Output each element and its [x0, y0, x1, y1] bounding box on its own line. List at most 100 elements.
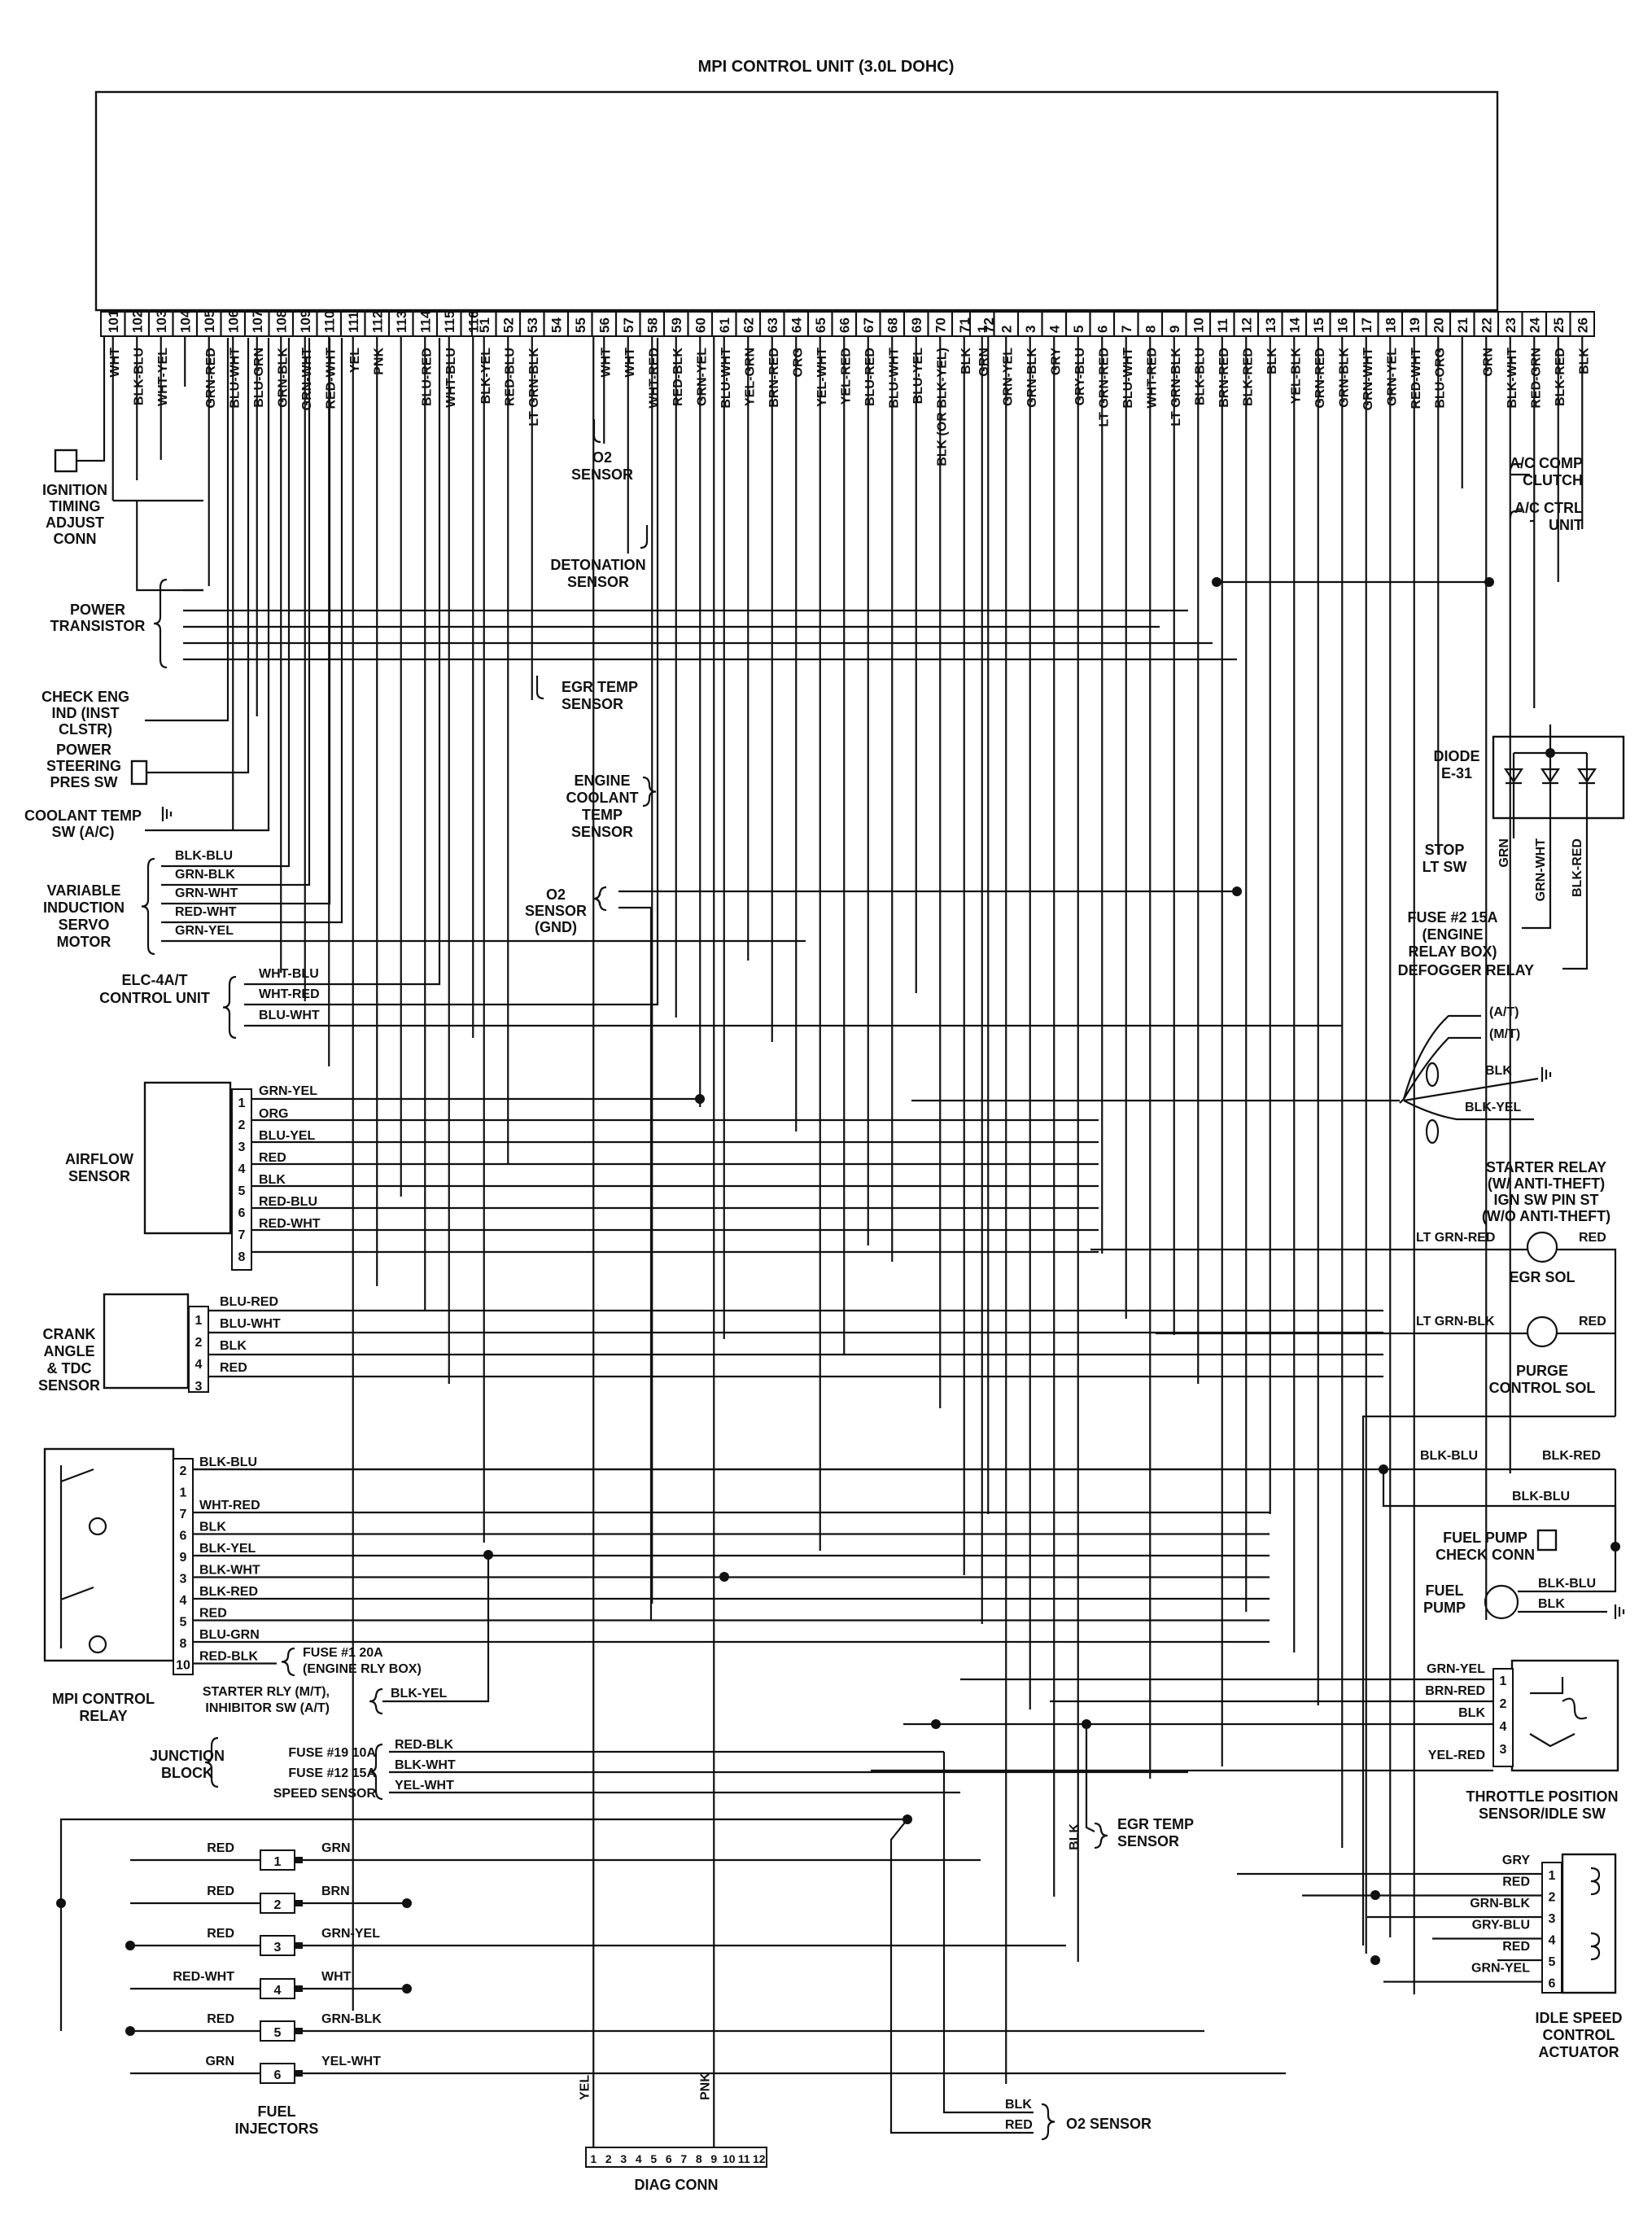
egrs-label: EGR SOL	[1509, 1269, 1575, 1285]
diag-pin-number: 11	[738, 2152, 750, 2165]
tps-label: SENSOR/IDLE SW	[1479, 1806, 1606, 1822]
ect-label: TEMP	[582, 807, 623, 823]
starter-label: INHIBITOR SW (A/T)	[205, 1701, 330, 1715]
ecu-pin-number: 67	[861, 317, 876, 333]
purge-sol-wire-label: RED	[1579, 1315, 1606, 1328]
ct-label: COOLANT TEMP	[24, 808, 142, 824]
airflow-pin-number: 7	[238, 1228, 246, 1242]
mpr-label: MPI CONTROL	[52, 1691, 155, 1707]
ecu-pin-number: 104	[177, 309, 193, 333]
wire	[382, 1555, 490, 1703]
o2-sensor-label: O2 SENSOR	[1066, 2116, 1152, 2132]
throttle-pin-strip	[1492, 1668, 1514, 1767]
egr-solenoid	[1526, 1231, 1558, 1263]
ecu-pin-number: 17	[1359, 317, 1374, 333]
ecu-pin-number: 64	[789, 317, 804, 333]
ecu-pin-number: 116	[465, 311, 481, 333]
ign-label: TIMING	[50, 498, 101, 514]
fpc-label: CHECK CONN	[1436, 1547, 1535, 1563]
power-steering-switch	[130, 759, 148, 786]
ecu-pin-number: 54	[548, 317, 564, 333]
ecu-pin-wire-color: BLK-RED	[1554, 348, 1567, 406]
ecu-pin-number: 14	[1287, 317, 1302, 333]
injector-wire-label: YEL-WHT	[321, 2055, 381, 2068]
ecu-pin-wire-color: BRN-RED	[767, 348, 781, 408]
ground-symbol	[161, 807, 173, 821]
twisted-pair-marker	[1425, 1061, 1440, 1088]
brace	[642, 776, 657, 808]
ecu-pin-number: 71	[957, 317, 972, 333]
ecu-pin-wire-color: BLU-RED	[863, 348, 877, 406]
ect-label: SENSOR	[571, 824, 633, 840]
ecu-box	[94, 90, 1499, 312]
ecu-pin-number: 7	[1119, 326, 1134, 333]
ignition-timing-connector	[54, 449, 78, 473]
ecu-pin-number: 113	[394, 311, 409, 333]
crank-pin-number: 2	[195, 1336, 203, 1350]
relay-wire-label: BLK-RED	[199, 1585, 258, 1599]
elc-wire-label: WHT-RED	[259, 987, 320, 1001]
splice-dot	[402, 1898, 412, 1908]
sr-label: (W/ ANTI-THEFT)	[1488, 1175, 1605, 1192]
ecu-pin-wire-color: RED-GRN	[1529, 348, 1543, 409]
isc-wire-label: RED	[1502, 1940, 1530, 1954]
splice-dot	[902, 1814, 912, 1824]
ecu-pin-wire-color: BLU-YEL	[911, 348, 925, 405]
injector-wire-label: GRN-BLK	[321, 2012, 382, 2026]
ecu-pin-wire-color: BLU-WHT	[719, 348, 733, 409]
isc-wire-label: GRY-BLU	[1472, 1919, 1530, 1933]
ecu-pin-number: 12	[1239, 317, 1254, 333]
brace	[141, 857, 155, 956]
ecu-pin-number: 3	[1023, 326, 1038, 333]
crank-pin-number: 3	[195, 1380, 203, 1394]
ecu-pin-number: 107	[250, 310, 265, 333]
ecu-pin-wire-color: PNK	[372, 348, 386, 375]
elc-wire-label: BLU-WHT	[259, 1009, 320, 1022]
diag-pin-number: 2	[605, 2152, 612, 2165]
ecu-pin-wire-color: BLU-ORG	[1433, 348, 1447, 409]
ecu-pin-number: 51	[477, 317, 492, 333]
relay-coil	[88, 1517, 107, 1536]
ecu-pin-wire-color: BLU-WHT	[228, 348, 242, 409]
ect-label: ENGINE	[574, 773, 630, 789]
fuel-pump-check-connector	[1536, 1529, 1558, 1552]
det-label: SENSOR	[567, 574, 629, 590]
ecu-pin-wire-color: GRN-BLK	[276, 348, 290, 408]
vis-label: SERVO	[59, 917, 110, 933]
purge-label: PURGE	[1516, 1363, 1568, 1379]
crank-wire-label: BLK	[220, 1339, 247, 1353]
o2g-label: (GND)	[535, 919, 577, 935]
isc-wire-label: RED	[1502, 1876, 1530, 1889]
pt-label: POWER	[70, 602, 125, 618]
ecu-pin-wire-color: BLU-GRN	[252, 348, 266, 408]
starter-wire-label: BLK-YEL	[391, 1687, 448, 1701]
ecu-pin-number: 108	[273, 310, 289, 333]
isc-pin-number: 2	[1549, 1891, 1556, 1905]
connector-pin	[295, 1942, 303, 1949]
diode-wire-label: BLK-RED	[1571, 838, 1584, 897]
ground-symbol	[1541, 1067, 1552, 1082]
wire	[889, 1819, 1034, 2134]
o2a-label: SENSOR	[571, 466, 633, 483]
brace	[369, 1743, 383, 1801]
diag-pin-number: 8	[696, 2152, 702, 2165]
splice-dot	[1370, 1890, 1380, 1900]
stop-label: LT SW	[1423, 859, 1467, 875]
ecu-pin-wire-color: WHT	[599, 348, 613, 378]
starter-label: STARTER RLY (M/T),	[203, 1685, 330, 1699]
afs-label: AIRFLOW	[65, 1151, 133, 1167]
airflow-pin-number: 2	[238, 1118, 246, 1132]
elc-wire-label: WHT-BLU	[259, 967, 319, 981]
ecu-pin-number: 57	[621, 317, 636, 333]
connector-pin	[295, 1985, 303, 1992]
ecu-pin-wire-color: BLK-WHT	[1506, 348, 1519, 409]
ecu-pin-number: 106	[225, 310, 241, 333]
ecu-pin-number: 101	[106, 310, 121, 333]
injector-number: 3	[274, 1941, 282, 1954]
splice-dot	[1370, 1955, 1380, 1965]
brace	[204, 1736, 219, 1788]
connector-tail	[592, 419, 601, 444]
ecu-pin-number: 52	[500, 317, 516, 333]
ecu-pin-number: 114	[417, 310, 433, 333]
injector-connector	[260, 1893, 295, 1914]
